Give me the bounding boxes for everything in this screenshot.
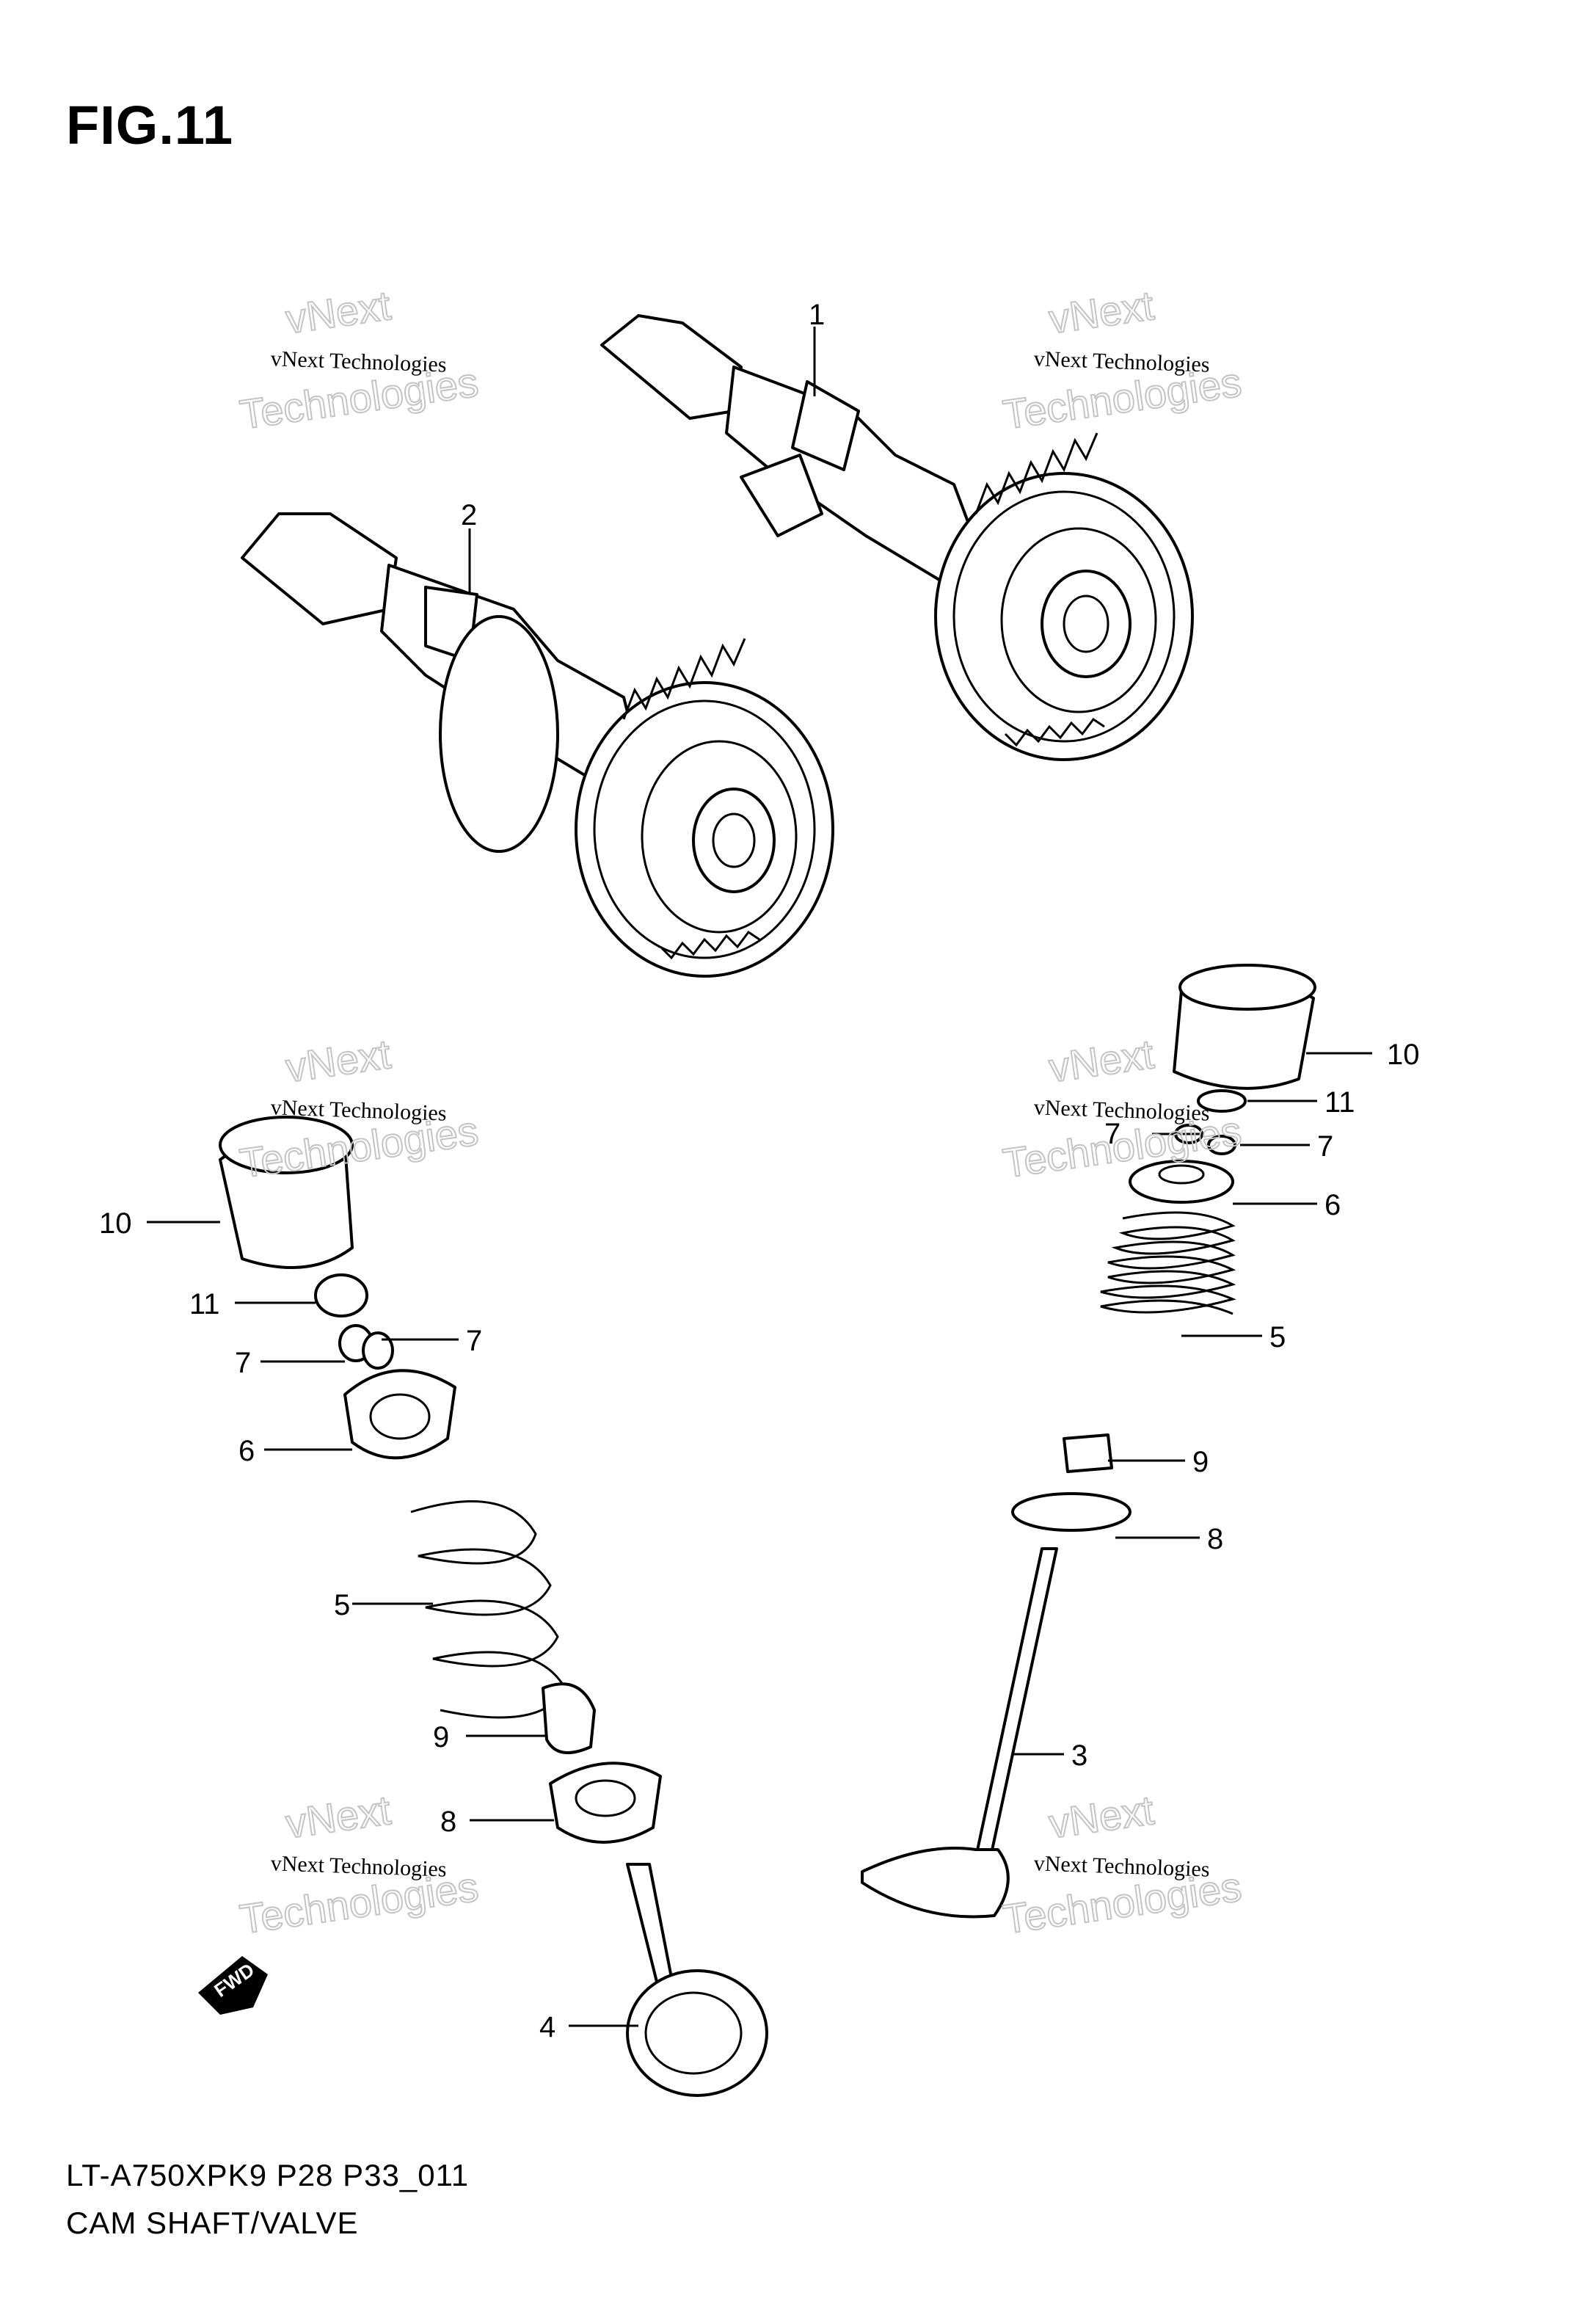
svg-text:vNext Technologies: vNext Technologies	[1033, 346, 1210, 377]
svg-text:vNext: vNext	[1046, 282, 1157, 342]
callout-8-right: 8	[1207, 1523, 1223, 1555]
watermark-mid-left: vNext Technologies vNext Technologies	[236, 1030, 481, 1187]
callout-6-right: 6	[1324, 1189, 1341, 1221]
callout-2: 2	[461, 499, 477, 531]
svg-text:vNext: vNext	[1046, 1030, 1157, 1091]
callout-11-right: 11	[1324, 1086, 1355, 1119]
figure-title: FIG.11	[66, 95, 234, 156]
callout-7-left-b: 7	[235, 1347, 251, 1379]
camshaft-exhaust	[600, 314, 1194, 761]
callout-7-right-b: 7	[1317, 1130, 1333, 1163]
watermark-top-left: vNext Technologies vNext Technologies	[236, 281, 481, 438]
callout-5-left: 5	[334, 1589, 350, 1621]
svg-text:vNext: vNext	[283, 282, 394, 342]
callout-11-left: 11	[189, 1288, 220, 1320]
callout-9-left: 9	[433, 1721, 449, 1753]
watermark-bottom-left: vNext Technologies vNext Technologies	[236, 1786, 481, 1943]
svg-text:vNext Technologies: vNext Technologies	[1033, 1851, 1210, 1881]
camshaft-intake	[241, 512, 834, 978]
callout-10-left: 10	[99, 1207, 132, 1240]
callout-7-left-a: 7	[466, 1325, 482, 1357]
callout-8-left: 8	[440, 1806, 456, 1838]
left-valve-assembly	[219, 1116, 768, 2097]
fwd-arrow: FWD	[198, 1956, 268, 2015]
right-valve-assembly	[861, 964, 1316, 1919]
callout-7-right-a: 7	[1104, 1118, 1121, 1150]
callout-6-left: 6	[238, 1435, 255, 1467]
svg-text:vNext: vNext	[283, 1030, 394, 1091]
svg-text:vNext: vNext	[283, 1786, 394, 1847]
svg-text:vNext Technologies: vNext Technologies	[1033, 1095, 1210, 1125]
callout-1: 1	[809, 299, 825, 331]
diagram-caption: CAM SHAFT/VALVE	[66, 2206, 359, 2240]
svg-text:vNext Technologies: vNext Technologies	[270, 1851, 447, 1881]
svg-text:vNext Technologies: vNext Technologies	[270, 346, 447, 377]
callout-9-right: 9	[1192, 1446, 1209, 1478]
callout-3: 3	[1071, 1740, 1087, 1772]
svg-text:vNext: vNext	[1046, 1786, 1157, 1847]
callout-numbers: 1 2 10 11 7 7 6 5 9 8 3 10 11 7 7 6 5 9 …	[99, 299, 1420, 2043]
callout-4: 4	[539, 2011, 555, 2043]
callout-5-right: 5	[1269, 1321, 1286, 1353]
watermark-top-right: vNext Technologies vNext Technologies	[999, 281, 1245, 438]
watermark-bottom-right: vNext Technologies vNext Technologies	[999, 1786, 1245, 1943]
callout-10-right: 10	[1387, 1039, 1420, 1071]
model-code: LT-A750XPK9 P28 P33_011	[66, 2158, 470, 2192]
leader-lines	[147, 327, 1372, 2027]
